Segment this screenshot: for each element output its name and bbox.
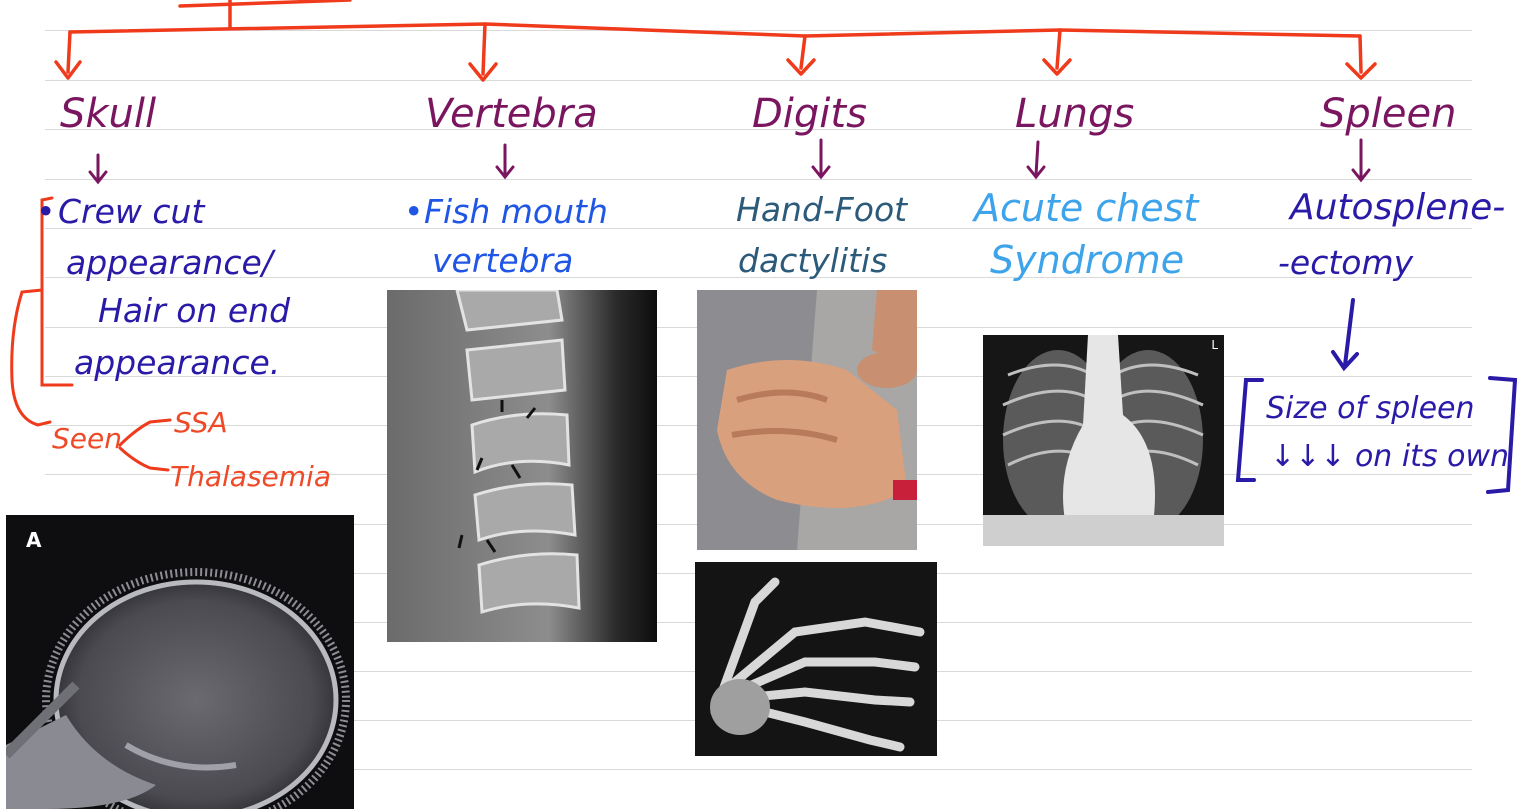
digits-note-line-1: Hand-Foot	[736, 192, 907, 228]
heading-lungs: Lungs	[1015, 92, 1134, 136]
skull-seen-thalasemia: Thalasemia	[170, 462, 331, 493]
spleen-size-note-line-2: ↓↓↓ on its own	[1270, 440, 1509, 473]
lungs-note-line-2: Syndrome	[990, 240, 1184, 282]
lungs-note-line-1: Acute chest	[974, 188, 1198, 230]
skull-seen-label: Seen	[52, 424, 122, 455]
skull-note-line-2: appearance/	[66, 245, 273, 281]
skull-bullet: •	[36, 194, 55, 230]
skull-note-line-4: appearance.	[74, 345, 280, 381]
heading-skull: Skull	[60, 92, 156, 136]
skull-seen-ssa: SSA	[174, 408, 228, 439]
heading-digits: Digits	[752, 92, 867, 136]
skull-note-line-3: Hair on end	[98, 293, 290, 329]
heading-spleen: Spleen	[1320, 92, 1456, 136]
digits-note-line-2: dactylitis	[738, 243, 887, 279]
vertebra-bullet: •	[404, 194, 423, 230]
spleen-note-line-2: -ectomy	[1278, 245, 1413, 281]
skull-note-line-1: Crew cut	[58, 194, 204, 230]
heading-vertebra: Vertebra	[425, 92, 598, 136]
spleen-note-line-1: Autosplene-	[1290, 188, 1505, 228]
vertebra-note-line-1: Fish mouth	[424, 194, 608, 230]
spleen-size-note-line-1: Size of spleen	[1266, 392, 1475, 425]
vertebra-note-line-2: vertebra	[432, 243, 573, 279]
